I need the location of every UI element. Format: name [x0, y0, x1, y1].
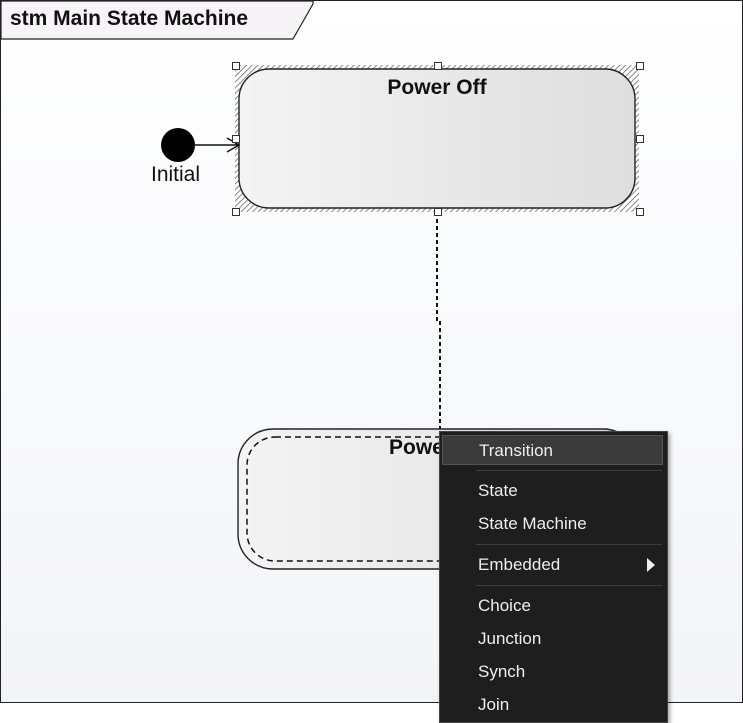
menu-item-join[interactable]: Join — [478, 695, 510, 714]
menu-separator — [476, 470, 662, 471]
menu-item-transition[interactable]: Transition — [442, 435, 663, 465]
resize-handle-n[interactable] — [434, 62, 442, 70]
menu-item-state-machine[interactable]: State Machine — [478, 514, 587, 533]
resize-handle-e[interactable] — [636, 135, 644, 143]
menu-item-embedded-label: Embedded — [478, 555, 561, 574]
initial-label: Initial — [151, 163, 201, 186]
menu-item-embedded[interactable]: Embedded — [442, 550, 663, 580]
resize-handle-se[interactable] — [636, 208, 644, 216]
resize-handle-s[interactable] — [434, 208, 442, 216]
context-menu[interactable]: Transition State State Machine Embedded … — [439, 431, 668, 723]
frame-title-tab — [0, 0, 314, 40]
resize-handle-nw[interactable] — [232, 62, 240, 70]
transition-arrowhead — [226, 137, 241, 153]
menu-item-junction[interactable]: Junction — [478, 629, 542, 648]
menu-item-synch[interactable]: Synch — [478, 662, 526, 681]
menu-item-choice[interactable]: Choice — [478, 596, 531, 615]
frame-title: stm Main State Machine — [10, 7, 249, 30]
submenu-arrow-icon — [647, 558, 655, 572]
menu-item-state[interactable]: State — [478, 481, 518, 500]
diagram-canvas — [0, 0, 639, 570]
menu-separator — [476, 544, 662, 545]
resize-handle-w[interactable] — [232, 135, 240, 143]
state-label-power-off: Power Off — [387, 76, 487, 99]
resize-handle-sw[interactable] — [232, 208, 240, 216]
menu-separator — [476, 585, 662, 586]
pending-transition-line — [436, 212, 441, 432]
initial-node[interactable] — [161, 128, 195, 162]
resize-handle-ne[interactable] — [636, 62, 644, 70]
